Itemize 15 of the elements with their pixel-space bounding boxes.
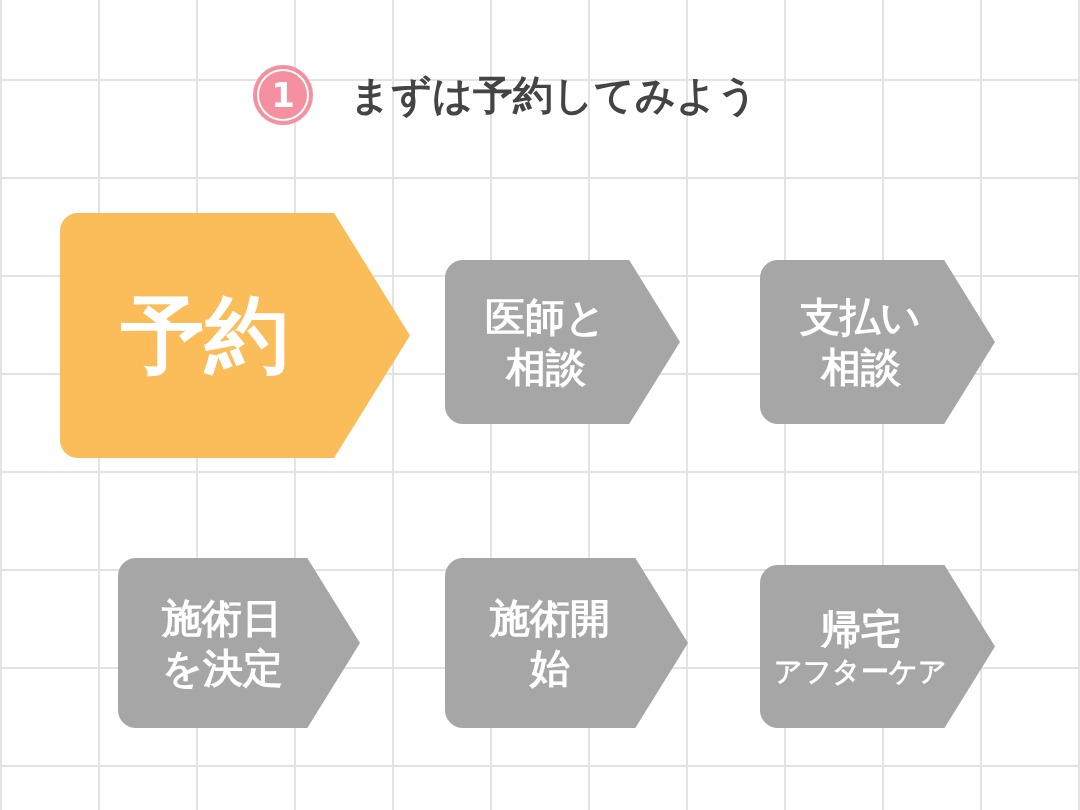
chevron-step bbox=[445, 260, 680, 424]
step-label: 医師と相談 bbox=[484, 293, 607, 392]
heading: まずは予約してみよう bbox=[350, 71, 758, 120]
step-label: 帰宅 bbox=[820, 605, 901, 654]
chevron-step bbox=[760, 565, 995, 728]
step-label: 支払い相談 bbox=[799, 293, 922, 392]
chevron-step bbox=[760, 260, 995, 424]
step-label: 施術日を決定 bbox=[160, 594, 284, 693]
step-number: 1 bbox=[253, 65, 313, 125]
step-label: アフターケア bbox=[774, 654, 947, 689]
chevron-step bbox=[118, 558, 360, 728]
step-label: 施術開始 bbox=[488, 594, 611, 693]
chevron-step bbox=[60, 213, 410, 458]
chevron-step bbox=[445, 558, 688, 728]
step-label: 予約 bbox=[121, 285, 289, 386]
